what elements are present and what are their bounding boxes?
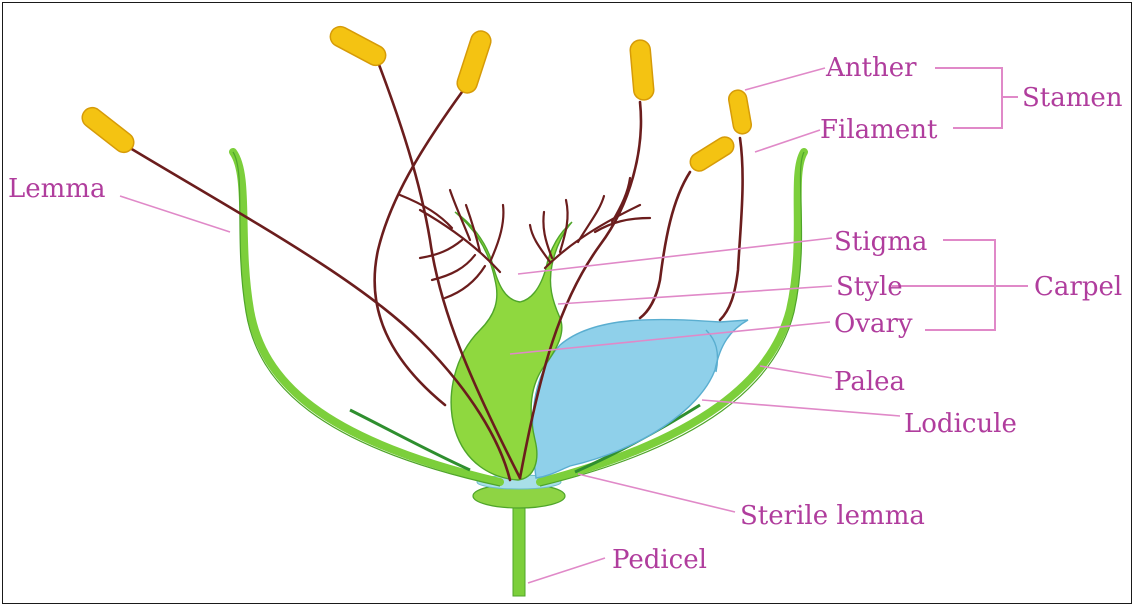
label-ovary: Ovary bbox=[834, 309, 913, 339]
anther-5 bbox=[687, 134, 737, 175]
label-filament: Filament bbox=[820, 115, 938, 145]
label-lodicule: Lodicule bbox=[904, 409, 1017, 439]
anther-3 bbox=[455, 28, 494, 95]
label-lemma: Lemma bbox=[8, 174, 105, 204]
label-style: Style bbox=[836, 272, 903, 302]
label-pedicel: Pedicel bbox=[612, 545, 707, 575]
anther-1 bbox=[78, 104, 138, 157]
anther-4 bbox=[629, 39, 654, 101]
pedicel bbox=[513, 500, 525, 596]
label-sterile-lemma: Sterile lemma bbox=[740, 501, 925, 531]
label-carpel: Carpel bbox=[1034, 272, 1122, 302]
label-stamen: Stamen bbox=[1022, 83, 1123, 113]
label-anther: Anther bbox=[825, 53, 917, 83]
stamen-brace bbox=[935, 68, 1018, 128]
label-stigma: Stigma bbox=[834, 227, 927, 257]
anther-6 bbox=[727, 89, 752, 135]
label-palea: Palea bbox=[834, 367, 905, 397]
anthers bbox=[78, 23, 752, 174]
anther-2 bbox=[327, 23, 389, 69]
